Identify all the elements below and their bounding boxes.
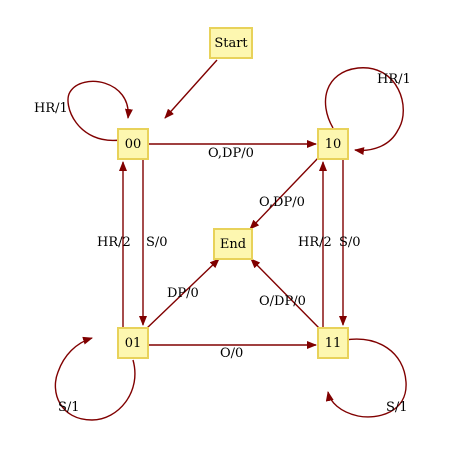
node-10-label: 10 bbox=[325, 137, 342, 152]
node-11: 11 bbox=[317, 327, 349, 359]
node-00-label: 00 bbox=[125, 137, 142, 152]
node-end: End bbox=[213, 228, 253, 260]
edge-loop-01 bbox=[54, 336, 136, 421]
edge-01-to-end bbox=[145, 258, 220, 330]
edge-loop-00 bbox=[67, 80, 133, 142]
node-start: Start bbox=[209, 27, 253, 59]
label-01-to-00: HR/2 bbox=[97, 235, 131, 250]
node-10: 10 bbox=[317, 128, 349, 160]
label-11-to-10: HR/2 bbox=[298, 235, 332, 250]
edges bbox=[54, 59, 407, 421]
label-loop-01: S/1 bbox=[58, 400, 80, 415]
edge-loop-11 bbox=[325, 338, 407, 418]
node-11-label: 11 bbox=[325, 336, 342, 351]
label-01-to-11: O/0 bbox=[220, 346, 243, 361]
node-01-label: 01 bbox=[125, 336, 142, 351]
label-10-to-end: O,DP/0 bbox=[259, 195, 305, 210]
label-11-to-end: O/DP/0 bbox=[259, 294, 306, 309]
node-end-label: End bbox=[220, 237, 246, 252]
node-00: 00 bbox=[117, 128, 149, 160]
edge-labels: HR/1 HR/1 O,DP/0 O,DP/0 HR/2 S/0 HR/2 S/… bbox=[34, 72, 411, 415]
label-loop-11: S/1 bbox=[386, 400, 408, 415]
edge-10-to-end bbox=[249, 155, 321, 230]
label-loop-00: HR/1 bbox=[34, 101, 68, 116]
edge-11-to-end bbox=[250, 258, 321, 330]
label-01-to-end: DP/0 bbox=[167, 286, 199, 301]
label-00-to-10: O,DP/0 bbox=[208, 146, 254, 161]
edge-loop-10 bbox=[324, 67, 404, 156]
label-00-to-01: S/0 bbox=[146, 235, 168, 250]
label-10-to-11: S/0 bbox=[339, 235, 361, 250]
label-loop-10: HR/1 bbox=[377, 72, 411, 87]
node-start-label: Start bbox=[214, 36, 248, 51]
nodes: Start 00 10 End 01 11 bbox=[117, 27, 349, 359]
edge-start-to-00 bbox=[164, 59, 218, 119]
node-01: 01 bbox=[117, 327, 149, 359]
